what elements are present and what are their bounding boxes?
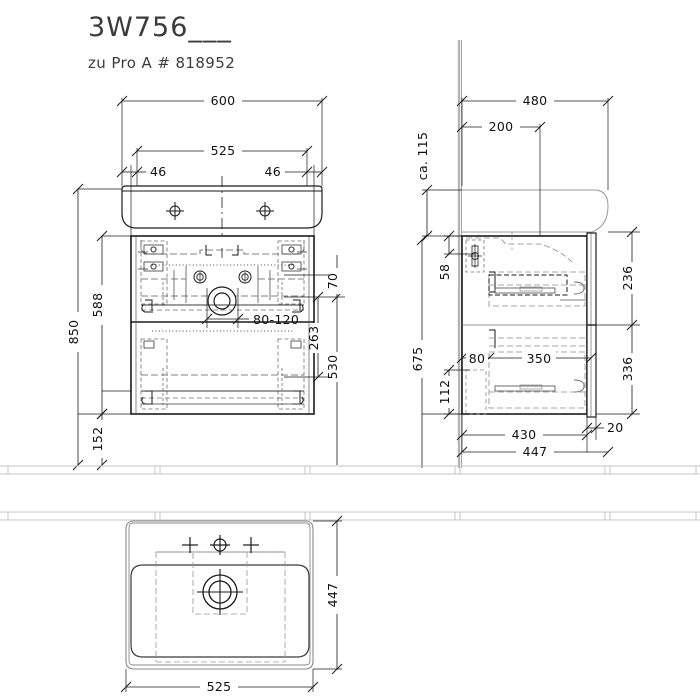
side-wall-bracket xyxy=(465,239,485,273)
side-upper-drawer xyxy=(488,271,587,307)
dimension-label: 263 xyxy=(306,326,321,351)
front-basin xyxy=(121,176,323,244)
dimension-label: 70 xyxy=(325,273,340,290)
valve-icon xyxy=(238,270,252,284)
dimension-label: 200 xyxy=(489,119,514,134)
dimension-label: 525 xyxy=(211,143,236,158)
dimension-200: 200 xyxy=(456,118,546,135)
tap-hole-icon xyxy=(210,535,230,555)
dimension-label: 430 xyxy=(512,427,537,442)
dimension-480: 480 xyxy=(456,92,614,109)
side-cabinet-body xyxy=(461,232,597,418)
crosshair-icon xyxy=(256,202,274,220)
dimension-label: 236 xyxy=(620,266,635,291)
dimension-58: 58 xyxy=(437,230,458,286)
dimension-850: 850 xyxy=(66,183,87,471)
dimension-350: 350 xyxy=(489,350,597,366)
dimension-236: 236 xyxy=(620,226,641,331)
dimension-label: 447 xyxy=(325,583,340,608)
front-witness-lines xyxy=(78,98,323,415)
dimension-525: 525 xyxy=(131,142,313,159)
front-lower-drawer-internals xyxy=(140,330,305,410)
dimension-label: 350 xyxy=(527,351,552,366)
dimension-447-side: 447 xyxy=(456,443,614,460)
dimension-label: ca. 115 xyxy=(415,132,430,180)
dimension-675: 675 xyxy=(410,234,431,468)
crosshair-icon xyxy=(182,537,198,553)
front-upper-drawer-internals xyxy=(138,240,307,316)
drain-circle-icon xyxy=(207,286,237,316)
dimension-46-right: 46 xyxy=(264,164,328,179)
top-basin-bowl xyxy=(130,564,310,658)
front-right-dimension-chain: 70 263 530 xyxy=(284,255,346,465)
floor-tile-line-lower xyxy=(0,511,700,521)
dimension-80: 80 xyxy=(456,350,495,366)
dimension-588: 588 xyxy=(90,230,111,420)
dimension-label: 112 xyxy=(437,380,452,405)
valve-icon xyxy=(193,270,207,284)
dimension-ca-115: ca. 115 xyxy=(415,128,436,242)
dimension-label: 80-120 xyxy=(253,312,299,327)
dimension-152: 152 xyxy=(90,408,111,471)
dimension-430: 430 xyxy=(456,426,593,443)
front-elevation-view: 600 525 46 xyxy=(66,92,346,471)
drain-circle-icon xyxy=(197,569,243,615)
dimension-label: 530 xyxy=(325,355,340,380)
dimension-label: 20 xyxy=(607,420,624,435)
dimension-112: 112 xyxy=(437,364,458,420)
crosshair-icon xyxy=(243,537,259,553)
dimension-label: 46 xyxy=(150,164,167,179)
dimension-label: 675 xyxy=(410,347,425,372)
side-basin xyxy=(462,189,609,233)
dimension-label: 588 xyxy=(90,293,105,318)
dimension-label: 525 xyxy=(207,679,232,694)
dimension-46-left: 46 xyxy=(116,164,167,179)
dimension-label: 152 xyxy=(90,427,105,452)
dimension-70: 70 xyxy=(325,255,346,303)
dimension-label: 850 xyxy=(66,320,81,345)
dimension-label: 336 xyxy=(620,357,635,382)
page-title: 3W756___ xyxy=(88,12,232,43)
dimension-447-top: 447 xyxy=(325,515,346,675)
page-subtitle: zu Pro A # 818952 xyxy=(88,54,235,72)
dimension-label: 46 xyxy=(264,164,281,179)
crosshair-icon xyxy=(166,202,184,220)
dimension-600: 600 xyxy=(116,92,328,109)
dimension-263: 263 xyxy=(306,291,327,383)
dimension-label: 447 xyxy=(523,444,548,459)
dimension-label: 80 xyxy=(469,351,486,366)
side-elevation-view: 480 200 ca. 115 xyxy=(410,40,641,468)
dimension-label: 58 xyxy=(437,264,452,281)
dimension-525-top: 525 xyxy=(120,678,319,695)
dimension-80-120: 80-120 xyxy=(201,288,299,328)
dimension-label: 480 xyxy=(523,93,548,108)
dimension-530: 530 xyxy=(325,297,346,465)
dimension-336: 336 xyxy=(620,325,641,420)
floor-tile-line-upper xyxy=(0,465,700,475)
dimension-20: 20 xyxy=(581,420,624,435)
side-basin-hidden-outline xyxy=(466,232,573,263)
dimension-label: 600 xyxy=(211,93,236,108)
top-view: 525 447 xyxy=(120,515,346,695)
